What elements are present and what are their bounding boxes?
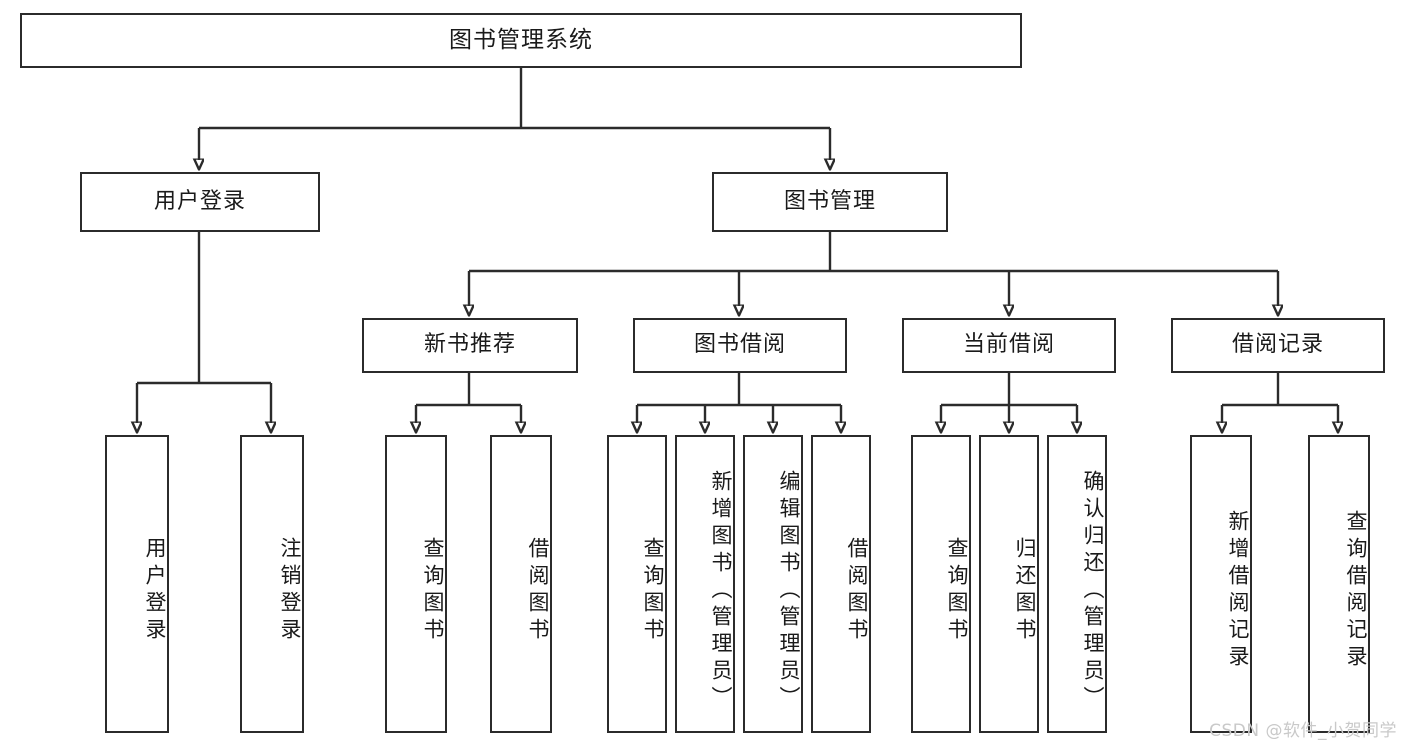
node-label: 借阅图书 xyxy=(526,537,550,645)
node-label: 用户登录 xyxy=(143,537,167,645)
node-label: 归还图书 xyxy=(1013,537,1037,645)
leaf-borrow-book-recommend[interactable]: 借阅图书 xyxy=(490,435,552,733)
node-label: 确认归还（管理员） xyxy=(1081,469,1105,713)
leaf-return-book[interactable]: 归还图书 xyxy=(979,435,1039,733)
node-label: 用户登录 xyxy=(153,188,246,214)
leaf-query-borrow-record[interactable]: 查询借阅记录 xyxy=(1308,435,1370,733)
leaf-query-book-current[interactable]: 查询图书 xyxy=(911,435,971,733)
node-label: 图书借阅 xyxy=(693,332,786,358)
leaf-query-book-borrow[interactable]: 查询图书 xyxy=(607,435,667,733)
node-label: 新增借阅记录 xyxy=(1226,510,1250,672)
node-new-book-recommend[interactable]: 新书推荐 xyxy=(362,318,578,373)
node-label: 新增图书（管理员） xyxy=(709,469,733,713)
leaf-query-book-recommend[interactable]: 查询图书 xyxy=(385,435,447,733)
node-label: 注销登录 xyxy=(278,537,302,645)
node-label: 借阅记录 xyxy=(1231,332,1324,358)
leaf-add-book-admin[interactable]: 新增图书（管理员） xyxy=(675,435,735,733)
node-book-management[interactable]: 图书管理 xyxy=(712,172,948,232)
node-label: 查询图书 xyxy=(641,537,665,645)
node-label: 图书管理 xyxy=(783,188,876,214)
leaf-edit-book-admin[interactable]: 编辑图书（管理员） xyxy=(743,435,803,733)
leaf-borrow-book[interactable]: 借阅图书 xyxy=(811,435,871,733)
node-label: 当前借阅 xyxy=(962,332,1055,358)
leaf-add-borrow-record[interactable]: 新增借阅记录 xyxy=(1190,435,1252,733)
leaf-confirm-return-admin[interactable]: 确认归还（管理员） xyxy=(1047,435,1107,733)
leaf-logout[interactable]: 注销登录 xyxy=(240,435,304,733)
node-label: 借阅图书 xyxy=(845,537,869,645)
node-root-book-management-system[interactable]: 图书管理系统 xyxy=(20,13,1022,68)
node-current-borrow[interactable]: 当前借阅 xyxy=(902,318,1116,373)
leaf-user-login[interactable]: 用户登录 xyxy=(105,435,169,733)
node-label: 查询借阅记录 xyxy=(1344,510,1368,672)
node-label: 新书推荐 xyxy=(423,332,516,358)
node-label: 图书管理系统 xyxy=(449,26,593,53)
node-book-borrow[interactable]: 图书借阅 xyxy=(633,318,847,373)
node-label: 查询图书 xyxy=(421,537,445,645)
node-label: 查询图书 xyxy=(945,537,969,645)
node-user-login[interactable]: 用户登录 xyxy=(80,172,320,232)
watermark: CSDN @软件_小贺同学 xyxy=(1209,721,1397,741)
node-borrow-record[interactable]: 借阅记录 xyxy=(1171,318,1385,373)
node-label: 编辑图书（管理员） xyxy=(777,469,801,713)
